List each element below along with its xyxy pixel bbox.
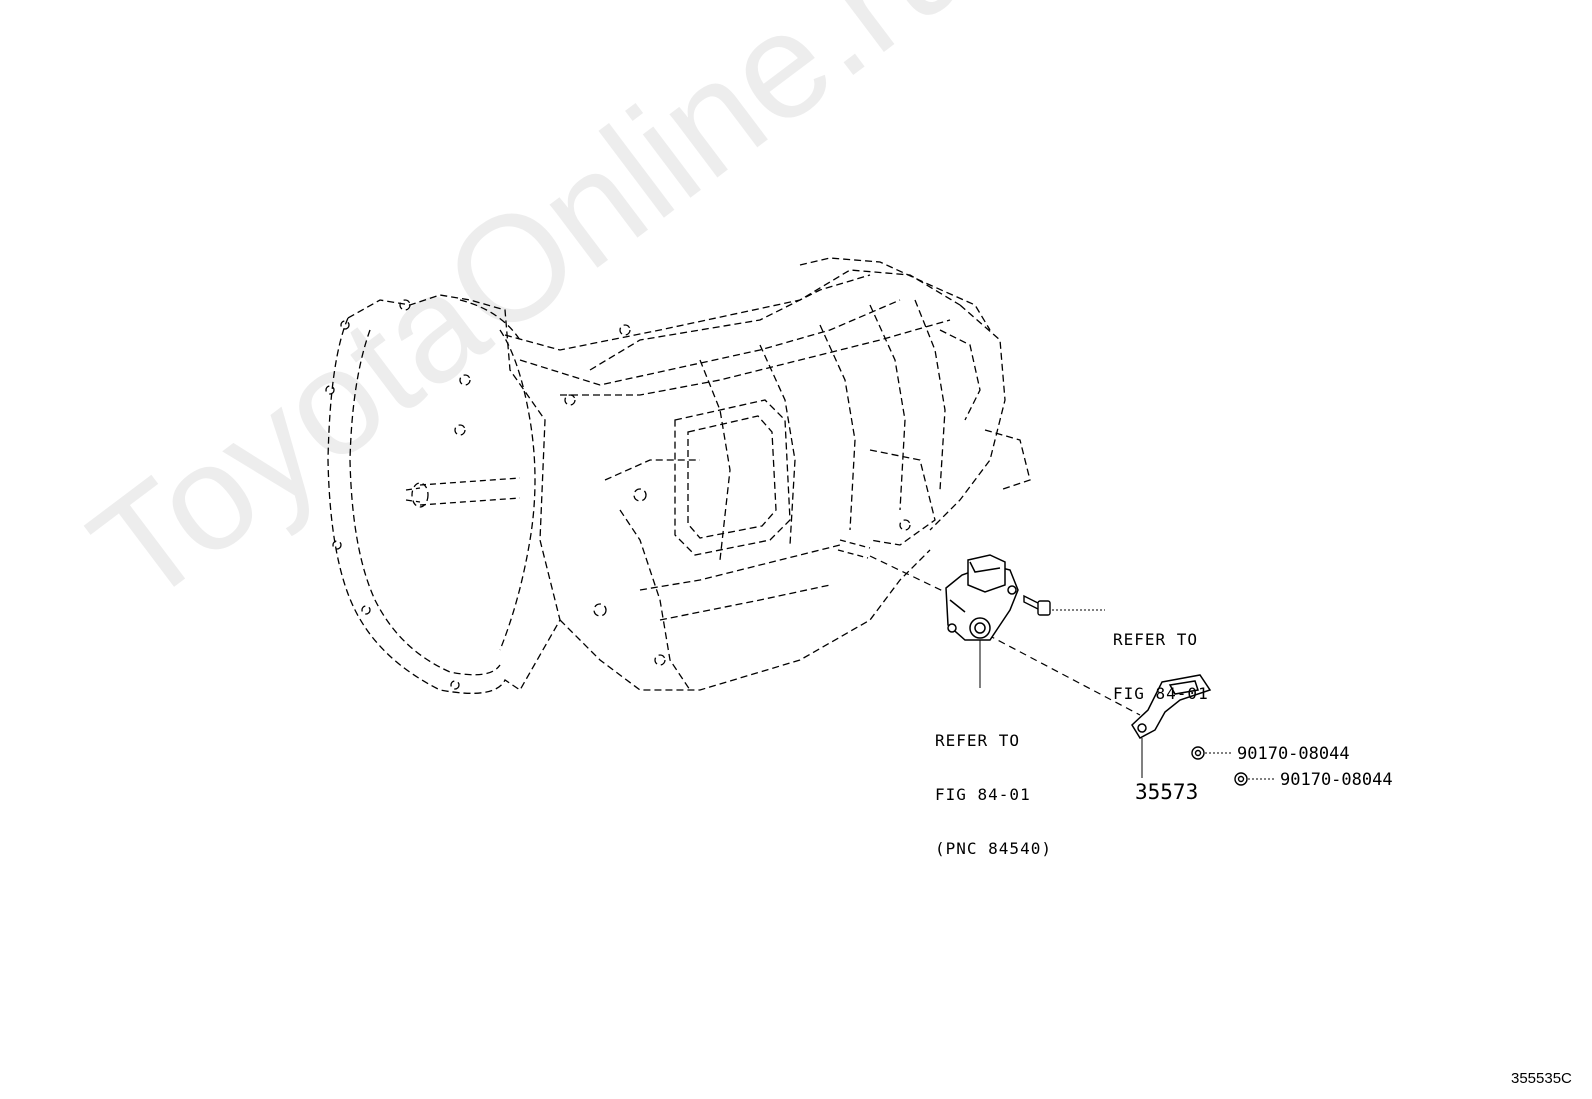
nut-part-number-2: 90170-08044: [1280, 770, 1393, 790]
lower-reference-callout: REFER TO FIG 84-01 (PNC 84540): [935, 696, 1052, 876]
assembly-leader-line: [869, 555, 1141, 716]
nut-leaders: [1205, 752, 1275, 780]
bracket-part-number: 35573: [1135, 780, 1199, 804]
diagram-code: 355535C: [1511, 1070, 1572, 1087]
bolt-part: [1023, 594, 1051, 616]
transmission-housing-dashed: [325, 257, 1031, 694]
neutral-start-switch: [945, 554, 1019, 641]
nut-parts: [1191, 746, 1248, 786]
lower-ref-line-2: FIG 84-01: [935, 785, 1031, 804]
switch-shaft: [837, 539, 871, 559]
bracket-part: [1131, 674, 1212, 739]
upper-ref-line-1: REFER TO: [1113, 630, 1199, 649]
lower-ref-line-1: REFER TO: [935, 731, 1021, 750]
input-shaft: [405, 477, 521, 508]
nut-part-number-1: 90170-08044: [1237, 744, 1350, 764]
upper-ref-line-2: FIG 84-01: [1113, 684, 1209, 703]
upper-reference-callout: REFER TO FIG 84-01: [1113, 595, 1209, 721]
lower-ref-line-3: (PNC 84540): [935, 839, 1052, 858]
